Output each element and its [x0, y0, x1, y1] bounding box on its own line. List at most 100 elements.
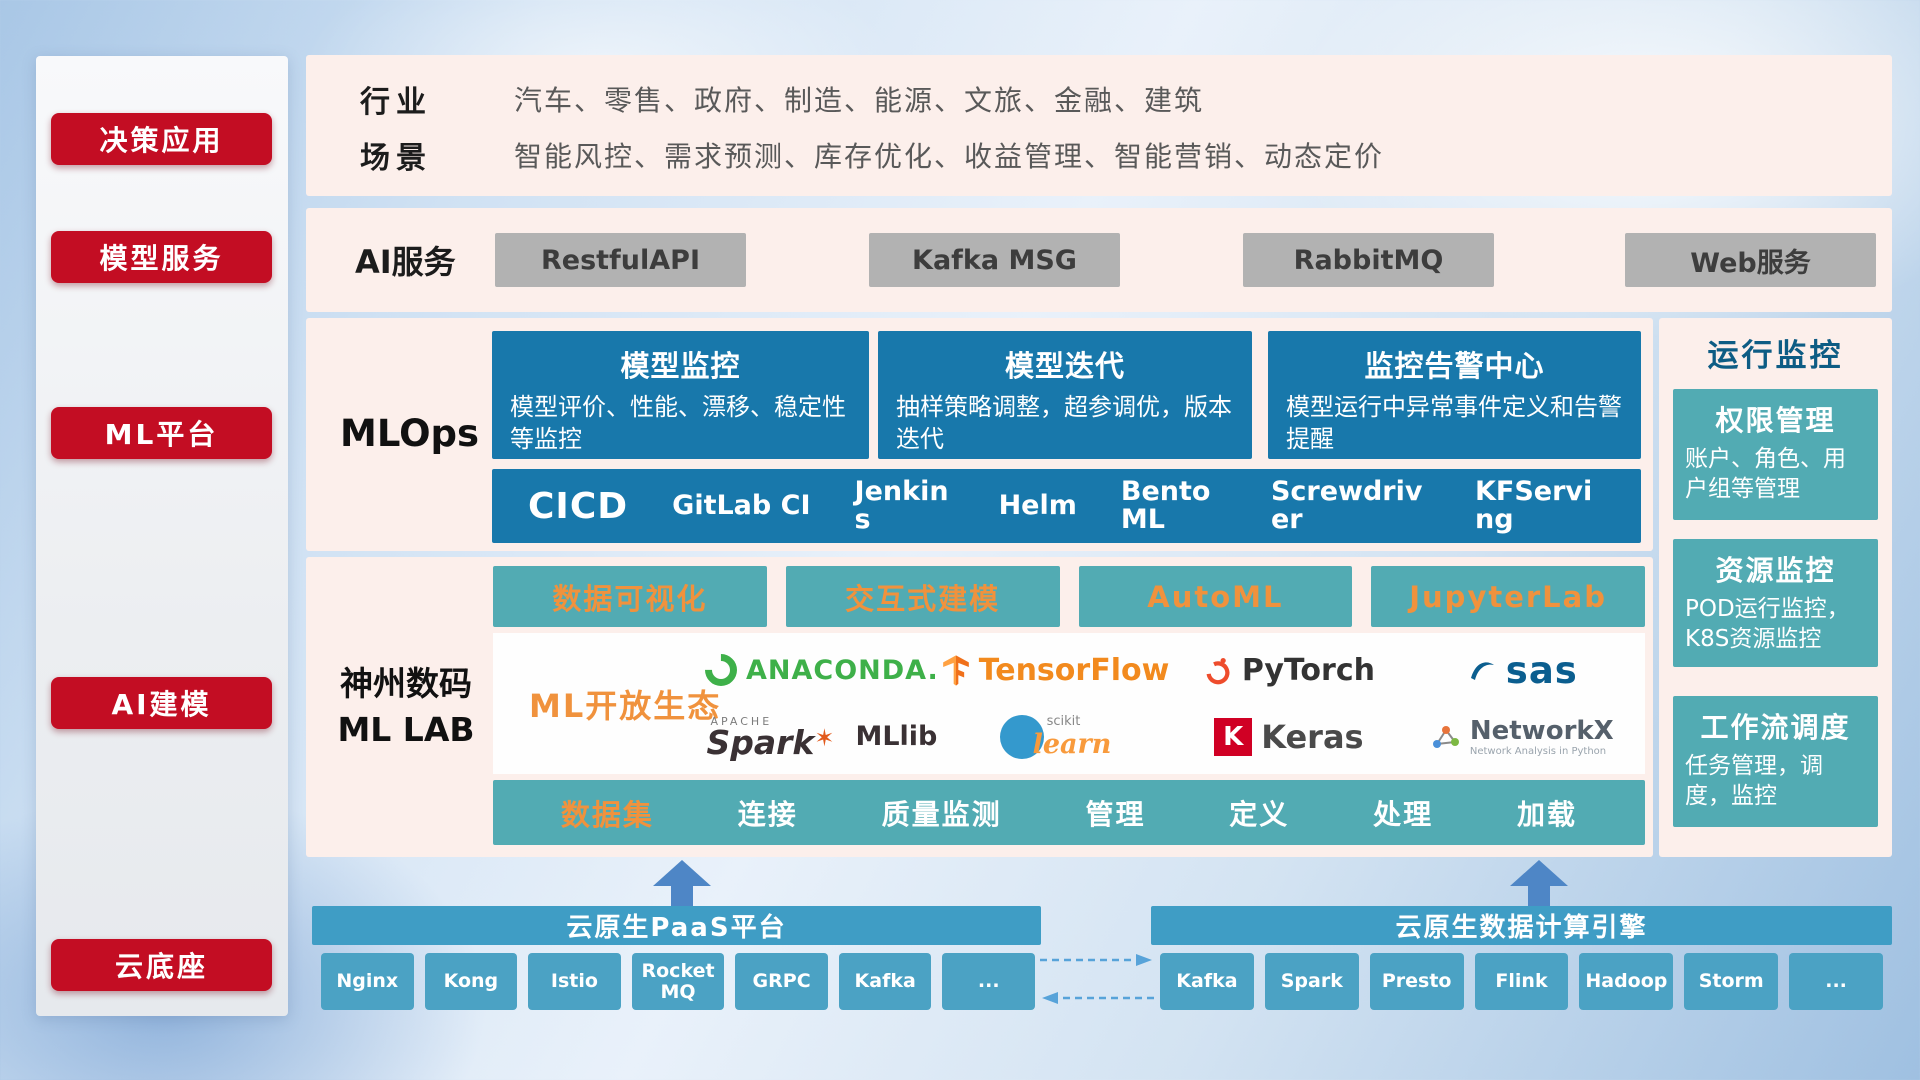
mllab-panel: 神州数码 ML LAB 数据可视化 交互式建模 AutoML JupyterLa…	[306, 557, 1653, 857]
card-desc: 模型运行中异常事件定义和告警提醒	[1286, 393, 1622, 454]
layer-model-services: 模型服务	[51, 231, 272, 283]
learn-label: learn	[1032, 728, 1112, 760]
logo-anaconda: ANACONDA.	[698, 637, 939, 704]
paas-platform-header: 云原生PaaS平台	[312, 906, 1041, 945]
ml-ecosystem-panel: ML开放生态 ANACONDA. TensorFlow PyTorch	[493, 633, 1645, 774]
up-arrow-icon	[653, 860, 711, 906]
chip-rocketmq: RocketMQ	[631, 953, 725, 1010]
industry-label: 行业	[360, 85, 432, 120]
mllab-tools-row: 数据可视化 交互式建模 AutoML JupyterLab	[493, 566, 1645, 627]
card-title: 模型监控	[620, 349, 741, 383]
mllab-label-line2: ML LAB	[337, 710, 475, 750]
run-monitoring-panel: 运行监控 权限管理 账户、角色、用户组等管理 资源监控 POD运行监控，K8S资…	[1659, 318, 1892, 857]
spark-apache-label: APACHE	[710, 715, 773, 729]
ml-ecosystem-logos: ANACONDA. TensorFlow PyTorch	[698, 637, 1639, 771]
chip-more: ...	[942, 953, 1036, 1010]
networkx-subtitle: Network Analysis in Python	[1469, 746, 1607, 758]
spark-wordmark: APACHE Spark✶	[706, 715, 835, 759]
card-title: 工作流调度	[1700, 711, 1851, 744]
dataset-row: 数据集 连接 质量监测 管理 定义 处理 加载	[493, 780, 1645, 845]
scenario-label: 场景	[360, 141, 432, 176]
chip-grpc: GRPC	[735, 953, 828, 1010]
chip-nginx: Nginx	[321, 953, 414, 1010]
run-monitoring-title: 运行监控	[1707, 338, 1844, 374]
chip-kong: Kong	[424, 953, 518, 1010]
dataset-define: 定义	[1229, 797, 1290, 831]
mlops-panel: MLOps 模型监控 模型评价、性能、漂移、稳定性等监控 模型迭代 抽样策略调整…	[306, 318, 1653, 551]
mllib-label: MLlib	[855, 721, 938, 753]
anaconda-icon	[698, 647, 744, 693]
layer-ml-platform: ML平台	[51, 407, 272, 459]
scikit-learn-icon	[999, 714, 1044, 759]
anaconda-wordmark: ANACONDA.	[746, 654, 939, 686]
card-desc: 账户、角色、用户组等管理	[1685, 446, 1846, 502]
mlops-label: MLOps	[340, 412, 480, 455]
industry-row: 行业 汽车、零售、政府、制造、能源、文旅、金融、建筑	[306, 71, 1892, 127]
left-layer-rail	[36, 56, 288, 1016]
layer-ai-modeling: AI建模	[51, 677, 272, 729]
tool-kfserving: KFServing	[1474, 475, 1593, 535]
logo-tensorflow: TensorFlow	[939, 637, 1172, 704]
card-title: 权限管理	[1715, 404, 1836, 437]
chip-istio: Istio	[528, 953, 621, 1010]
networkx-icon	[1432, 725, 1459, 748]
logo-keras: K Keras	[1172, 704, 1405, 771]
card-desc: 任务管理，调度，监控	[1685, 753, 1823, 809]
ai-service-panel: AI服务 RestfulAPI Kafka MSG RabbitMQ Web服务	[306, 208, 1892, 312]
mllab-label-line1: 神州数码	[340, 664, 472, 703]
dataset-manage: 管理	[1085, 797, 1146, 831]
arrowhead-right-icon	[1136, 954, 1152, 966]
scikit-learn-wordmark: scikit learn	[1033, 714, 1112, 760]
networkx-label: NetworkX	[1469, 716, 1614, 747]
networkx-wordmark: NetworkX Network Analysis in Python	[1470, 716, 1614, 757]
keras-icon: K	[1214, 717, 1253, 756]
industry-list: 汽车、零售、政府、制造、能源、文旅、金融、建筑	[514, 84, 1205, 117]
chip-spark: Spark	[1264, 953, 1359, 1010]
logo-scikit-learn: scikit learn	[939, 704, 1172, 771]
industry-rows: 行业 汽车、零售、政府、制造、能源、文旅、金融、建筑 场景 智能风控、需求预测、…	[306, 55, 1892, 183]
scikit-label: scikit	[1046, 713, 1081, 729]
up-arrow-icon	[1510, 860, 1568, 906]
chip-presto: Presto	[1369, 953, 1464, 1010]
tool-jenkins: Jenkins	[854, 475, 949, 535]
service-kafka-msg: Kafka MSG	[869, 233, 1120, 287]
service-rabbitmq: RabbitMQ	[1243, 233, 1494, 287]
card-model-monitoring: 模型监控 模型评价、性能、漂移、稳定性等监控	[492, 331, 869, 459]
engine-chip-row: Kafka Spark Presto Flink Hadoop Storm ..…	[1160, 953, 1884, 1010]
logo-spark-mllib: APACHE Spark✶ MLlib	[705, 704, 939, 771]
chip-hadoop: Hadoop	[1579, 953, 1674, 1010]
dataset-label: 数据集	[560, 797, 654, 832]
keras-wordmark: Keras	[1261, 717, 1364, 756]
card-desc: POD运行监控，K8S资源监控	[1685, 596, 1850, 652]
dataset-load: 加载	[1516, 797, 1577, 831]
card-desc: 模型评价、性能、漂移、稳定性等监控	[510, 393, 846, 454]
chip-flink: Flink	[1474, 953, 1569, 1010]
card-permission-management: 权限管理 账户、角色、用户组等管理	[1673, 389, 1878, 520]
cicd-title: CICD	[528, 485, 629, 527]
ml-ecosystem-label: ML开放生态	[529, 686, 722, 725]
spark-text: Spark	[706, 723, 815, 763]
card-model-iteration: 模型迭代 抽样策略调整，超参调优，版本迭代	[878, 331, 1252, 459]
tool-screwdriver: Screwdriver	[1270, 475, 1423, 535]
chip-kafka: Kafka	[1160, 953, 1254, 1010]
dashed-flow-arrows	[1040, 954, 1154, 1004]
tool-helm: Helm	[998, 489, 1077, 521]
pytorch-wordmark: PyTorch	[1241, 652, 1375, 688]
card-title: 资源监控	[1715, 554, 1836, 587]
tensorflow-icon	[942, 655, 969, 686]
cicd-bar: CICD GitLab CI Jenkins Helm BentoML Scre…	[492, 469, 1641, 543]
service-restfulapi: RestfulAPI	[495, 233, 746, 287]
scenario-list: 智能风控、需求预测、库存优化、收益管理、智能营销、动态定价	[514, 140, 1385, 173]
arrowhead-left-icon	[1042, 992, 1058, 1004]
card-workflow-scheduling: 工作流调度 任务管理，调度，监控	[1673, 696, 1878, 827]
tool-gitlab-ci: GitLab CI	[672, 489, 811, 521]
spark-star-icon: ✶	[814, 724, 835, 753]
mllab-label: 神州数码 ML LAB	[320, 661, 492, 753]
logo-sas: sas	[1406, 637, 1639, 704]
sas-icon	[1470, 662, 1494, 681]
tensorflow-wordmark: TensorFlow	[978, 652, 1170, 688]
service-web: Web服务	[1625, 233, 1876, 287]
chip-more: ...	[1789, 953, 1884, 1010]
ai-service-label: AI服务	[355, 243, 456, 281]
card-title: 模型迭代	[1004, 349, 1125, 383]
